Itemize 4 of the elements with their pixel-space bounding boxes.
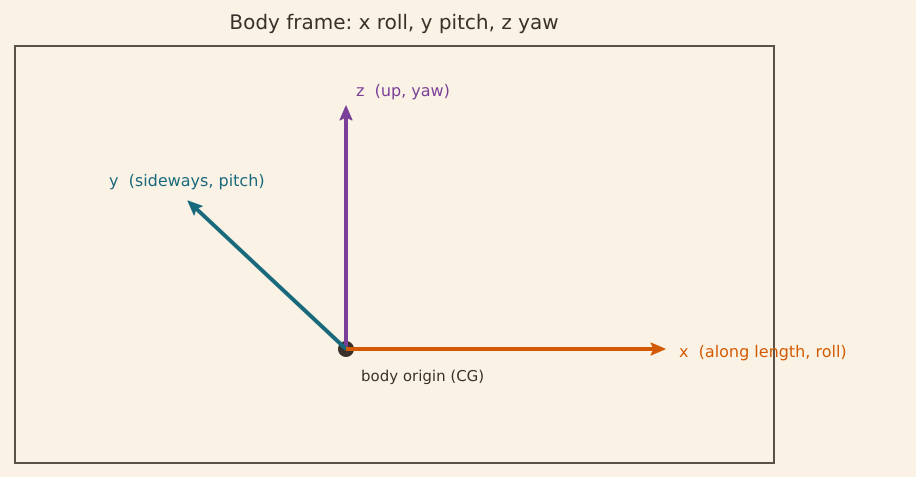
z-axis-label: z (up, yaw) [356,81,450,101]
origin-label: body origin (CG) [361,367,484,386]
y-axis-label: y (sideways, pitch) [109,171,265,191]
diagram-title: Body frame: x roll, y pitch, z yaw [229,10,559,35]
